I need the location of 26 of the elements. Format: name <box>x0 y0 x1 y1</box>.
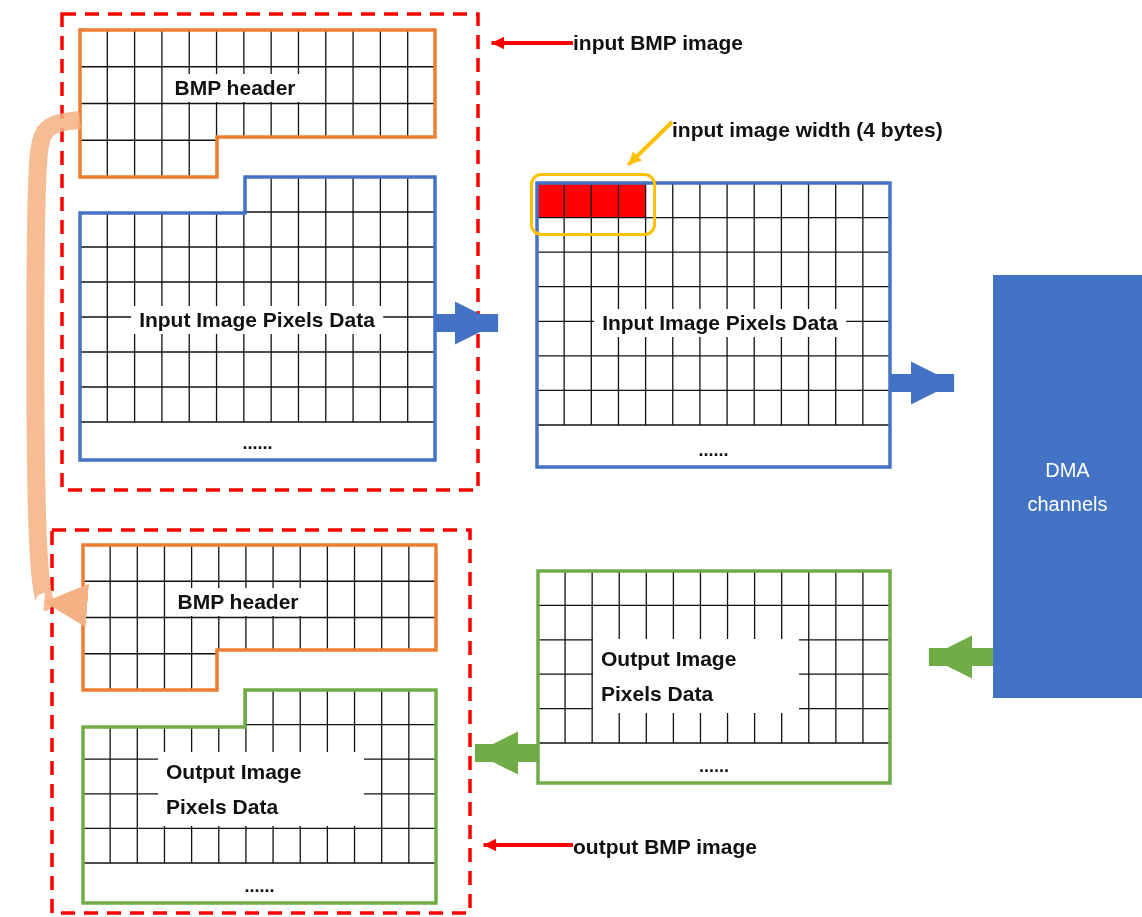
pixel-grid-block <box>80 177 435 460</box>
block-label: Input Image Pixels Data <box>131 306 383 334</box>
curved-arrow <box>26 111 89 627</box>
dashed-frame <box>60 12 480 492</box>
highlight-outline <box>530 173 656 236</box>
dma-block <box>993 275 1142 698</box>
header-block <box>80 30 435 177</box>
block-arrow <box>474 731 538 775</box>
block-label: DMA channels <box>1026 457 1109 517</box>
block-arrow <box>890 361 955 405</box>
annotation-text: output BMP image <box>573 832 813 862</box>
dashed-frame <box>50 528 472 915</box>
block-label: Output Image Pixels Data <box>158 752 364 826</box>
pixel-grid-block <box>538 571 890 783</box>
pixel-grid-block <box>537 183 890 467</box>
block-label: Input Image Pixels Data <box>594 309 846 337</box>
pixel-grid-block <box>83 690 436 903</box>
block-arrow <box>928 635 993 679</box>
block-arrow <box>435 301 499 345</box>
block-label: Output Image Pixels Data <box>593 639 799 713</box>
annotation-text: input image width (4 bytes) <box>672 115 1012 145</box>
arrow <box>626 120 674 167</box>
arrow <box>483 838 573 852</box>
arrow <box>491 36 573 50</box>
header-block <box>83 545 436 690</box>
annotation-text: input BMP image <box>573 28 803 58</box>
